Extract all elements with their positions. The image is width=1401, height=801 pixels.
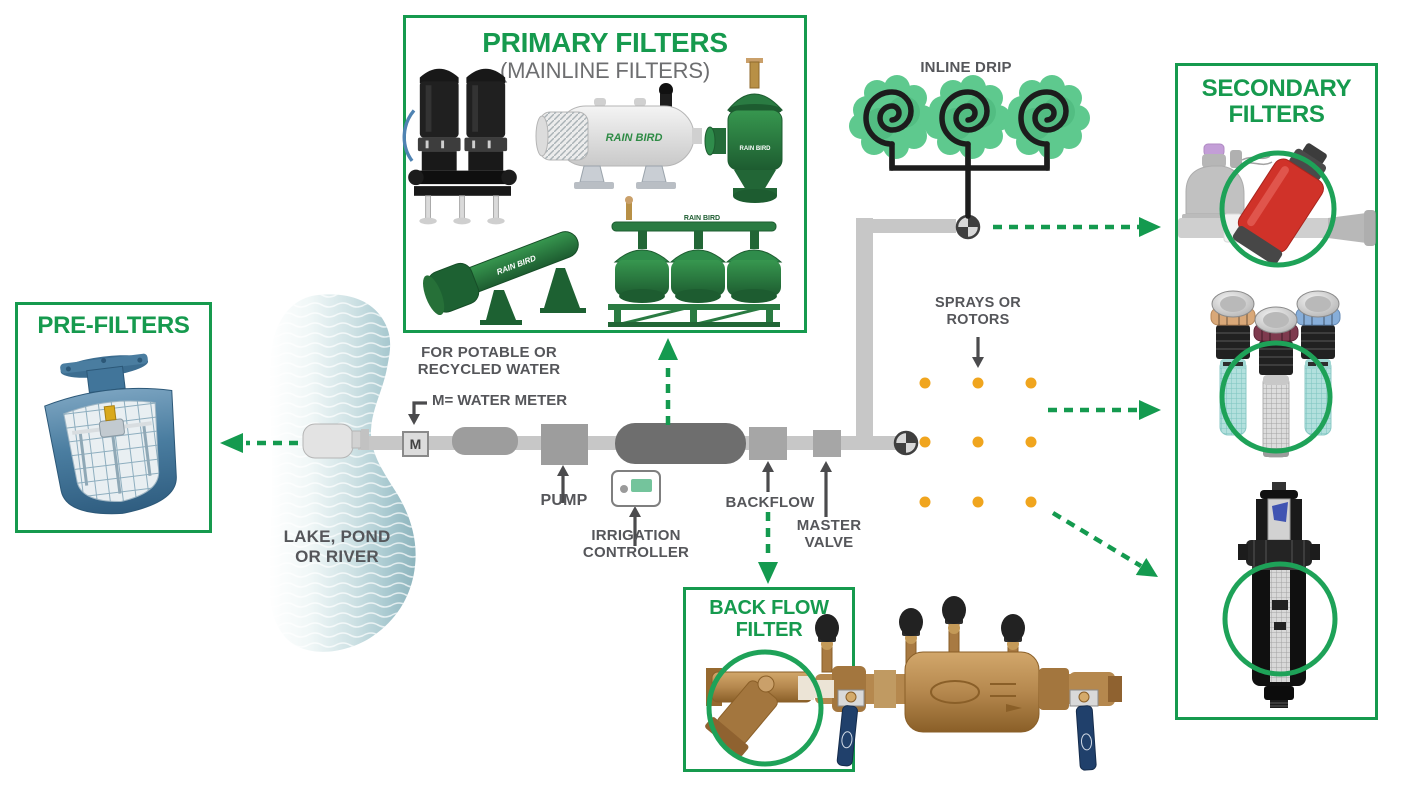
spray-head-maroon bbox=[1253, 306, 1299, 458]
master-valve-arrow bbox=[820, 461, 832, 472]
sand-media-filter-illustration: RAIN BIRD bbox=[608, 196, 783, 327]
pump-label: PUMP bbox=[540, 492, 588, 509]
basket-strainer-illustration bbox=[44, 353, 177, 515]
lake-pond-river-label: LAKE, POND OR RIVER bbox=[283, 527, 391, 566]
backflow-block bbox=[749, 427, 787, 460]
y-strainer-illustration bbox=[705, 649, 834, 767]
master-valve-block bbox=[813, 430, 841, 457]
sprays-or-rotors-label: SPRAYS OR ROTORS bbox=[935, 295, 1021, 328]
rain-bird-logo: RAIN BIRD bbox=[606, 132, 663, 144]
pre-filters-title: PRE-FILTERS bbox=[37, 312, 190, 339]
green-tube-filter-illustration: RAIN BIRD bbox=[423, 231, 586, 325]
steel-cylinder-filter-illustration: RAIN BIRD bbox=[535, 83, 702, 189]
water-meter-box: M bbox=[402, 431, 429, 457]
controller-arrow bbox=[629, 506, 641, 517]
test-cocks bbox=[815, 596, 1025, 673]
rotor-cutaway-illustration bbox=[1222, 482, 1338, 708]
highlight-ring bbox=[1219, 150, 1337, 268]
highlight-ring bbox=[706, 649, 824, 767]
back-flow-filter-title: BACK FLOW FILTER bbox=[709, 597, 829, 641]
arrow-rotors-to-secondary bbox=[1051, 511, 1143, 568]
sprays-arrow bbox=[972, 357, 984, 368]
pump-arrow bbox=[557, 465, 569, 476]
drip-bush bbox=[1004, 75, 1090, 171]
spray-nozzle-filters-illustration bbox=[1210, 290, 1341, 458]
highlight-ring bbox=[1219, 340, 1333, 454]
sprinkler-dot-grid bbox=[919, 377, 1037, 508]
water-intake bbox=[302, 423, 354, 459]
inline-drip-label: INLINE DRIP bbox=[920, 59, 1012, 76]
callout-arrows bbox=[408, 337, 984, 546]
potable-water-label: FOR POTABLE OR RECYCLED WATER bbox=[417, 344, 561, 379]
zone-valve-icon bbox=[893, 430, 919, 456]
backflow-preventer-illustration bbox=[705, 596, 1122, 771]
rain-bird-logo: RAIN BIRD bbox=[684, 215, 720, 222]
pipe-fitting bbox=[452, 427, 518, 455]
ball-valve-handle bbox=[836, 705, 858, 767]
flow-arrowheads bbox=[220, 217, 1161, 584]
pump-block bbox=[541, 424, 588, 465]
green-vessel-filter-illustration: RAIN BIRD bbox=[704, 58, 784, 203]
mainline-filter-block bbox=[615, 423, 746, 464]
rain-bird-logo: RAIN BIRD bbox=[740, 146, 772, 152]
drip-bush bbox=[925, 75, 1011, 171]
master-valve-label: MASTER VALVE bbox=[796, 517, 862, 552]
controller-dial bbox=[620, 485, 628, 493]
primary-filters-title: PRIMARY FILTERS bbox=[482, 27, 728, 58]
inline-drip-zone bbox=[849, 75, 1090, 219]
disc-filter-illustration bbox=[402, 68, 517, 225]
drip-bush bbox=[849, 75, 935, 171]
backflow-label: BACKFLOW bbox=[725, 494, 815, 511]
irrigation-controller-device bbox=[611, 470, 661, 507]
backflow-arrow bbox=[762, 461, 774, 472]
branch-pipe-vertical bbox=[856, 218, 873, 450]
ball-valve-handle bbox=[1075, 705, 1097, 771]
drip-valve-icon bbox=[955, 214, 981, 240]
controller-screen bbox=[631, 479, 652, 492]
meter-bracket bbox=[412, 401, 427, 418]
irrigation-controller-label: IRRIGATION CONTROLLER bbox=[582, 527, 690, 562]
meter-arrow bbox=[408, 414, 420, 425]
water-meter-letter: M bbox=[409, 436, 422, 452]
lake-shape bbox=[268, 294, 416, 652]
drip-inline-filter-illustration bbox=[1178, 143, 1376, 268]
primary-filters-subtitle: (MAINLINE FILTERS) bbox=[500, 57, 710, 83]
branch-pipe-horizontal bbox=[856, 219, 956, 233]
mainline-pipe bbox=[302, 218, 956, 465]
secondary-filters-title: SECONDARY FILTERS bbox=[1201, 75, 1352, 129]
highlight-ring bbox=[1222, 561, 1338, 677]
water-meter-label: M= WATER METER bbox=[432, 392, 568, 409]
flow-arrows bbox=[246, 224, 1143, 568]
